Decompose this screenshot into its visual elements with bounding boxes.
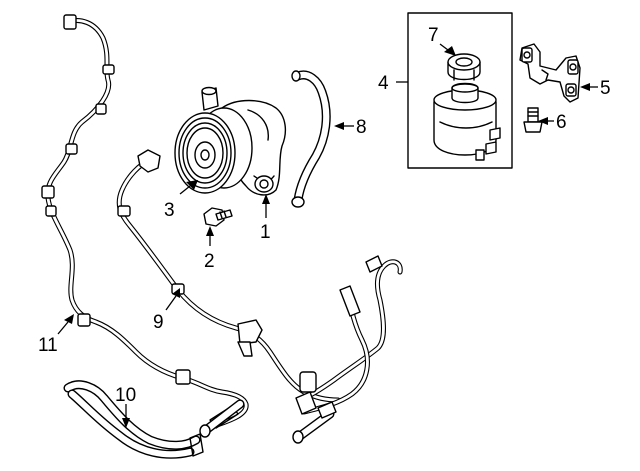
part-8-suction-hose[interactable] xyxy=(291,70,331,208)
callout-4: 4 xyxy=(378,73,389,94)
part-6-bracket-bolt[interactable] xyxy=(523,107,543,133)
part-4-reservoir-assembly[interactable] xyxy=(407,12,513,169)
callout-6: 6 xyxy=(556,112,567,133)
reservoir-body[interactable] xyxy=(433,82,501,161)
callout-2: 2 xyxy=(204,251,215,272)
callout-9: 9 xyxy=(153,312,164,333)
callout-7: 7 xyxy=(428,25,439,46)
part-7-reservoir-cap[interactable] xyxy=(447,53,481,81)
callouts: 1 2 3 4 5 6 7 8 9 10 xyxy=(38,25,611,428)
part-11-hose-line[interactable] xyxy=(41,14,249,429)
part-10-return-tube[interactable] xyxy=(63,380,245,459)
part-9-pressure-line[interactable] xyxy=(116,149,341,403)
part-1-power-steering-pump[interactable] xyxy=(174,86,287,196)
callout-10: 10 xyxy=(115,385,136,406)
steering-gear-lines[interactable] xyxy=(292,255,403,444)
callout-11: 11 xyxy=(38,335,58,356)
part-2-pump-bolt[interactable] xyxy=(203,207,233,227)
callout-3: 3 xyxy=(164,200,175,221)
part-5-bracket[interactable] xyxy=(519,43,581,103)
callout-5: 5 xyxy=(600,78,611,99)
callout-8: 8 xyxy=(356,117,367,138)
callout-1: 1 xyxy=(260,222,271,243)
